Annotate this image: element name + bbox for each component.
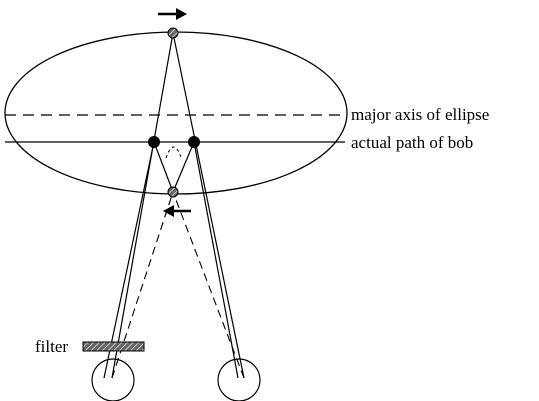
cross-line-left-ext <box>153 141 174 193</box>
right-eye <box>217 358 261 401</box>
intersection-dot-left <box>148 136 160 148</box>
cross-line-right-ext <box>172 141 195 193</box>
left-eye <box>91 358 135 401</box>
cross-line-right <box>193 141 239 379</box>
dashed-arc <box>165 146 183 161</box>
arrow-left-icon <box>163 205 191 217</box>
major-axis-label: major axis of ellipse <box>351 105 489 124</box>
sight-line-right-solid <box>172 32 245 379</box>
apparent-orbit-ellipse <box>4 31 348 195</box>
bob-bottom <box>167 186 179 198</box>
intersection-dot-right <box>188 136 200 148</box>
bob-top <box>167 27 179 39</box>
cross-line-left <box>103 141 155 379</box>
filter-bar <box>82 341 145 352</box>
sight-line-left-solid <box>111 32 174 379</box>
arrow-right-icon <box>158 8 187 20</box>
filter-label: filter <box>35 337 68 356</box>
actual-path-label: actual path of bob <box>351 133 473 152</box>
